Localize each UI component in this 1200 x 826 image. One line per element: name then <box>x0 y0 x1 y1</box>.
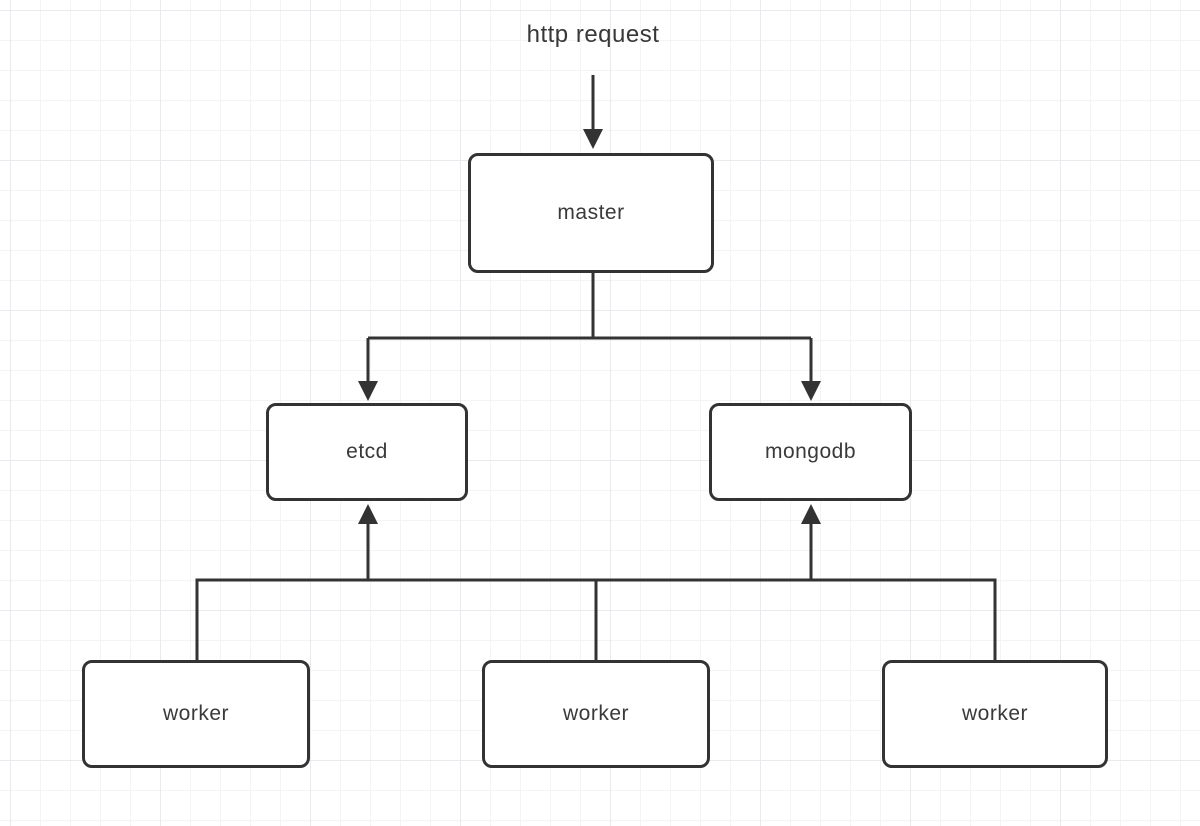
node-master-label: master <box>557 201 625 224</box>
node-mongodb[interactable]: mongodb <box>709 403 912 501</box>
node-etcd[interactable]: etcd <box>266 403 468 501</box>
edge-master-split-bar <box>368 273 811 340</box>
node-worker-1-label: worker <box>162 702 229 725</box>
node-etcd-label: etcd <box>346 440 388 463</box>
http-request-label[interactable]: http request <box>526 21 660 48</box>
node-master[interactable]: master <box>468 153 714 273</box>
node-worker-3-label: worker <box>961 702 1028 725</box>
edge-workers-bus <box>195 578 997 660</box>
node-worker-2[interactable]: worker <box>482 660 710 768</box>
node-mongodb-label: mongodb <box>764 440 857 463</box>
node-worker-2-label: worker <box>562 702 629 725</box>
node-worker-1[interactable]: worker <box>82 660 310 768</box>
node-worker-3[interactable]: worker <box>882 660 1108 768</box>
